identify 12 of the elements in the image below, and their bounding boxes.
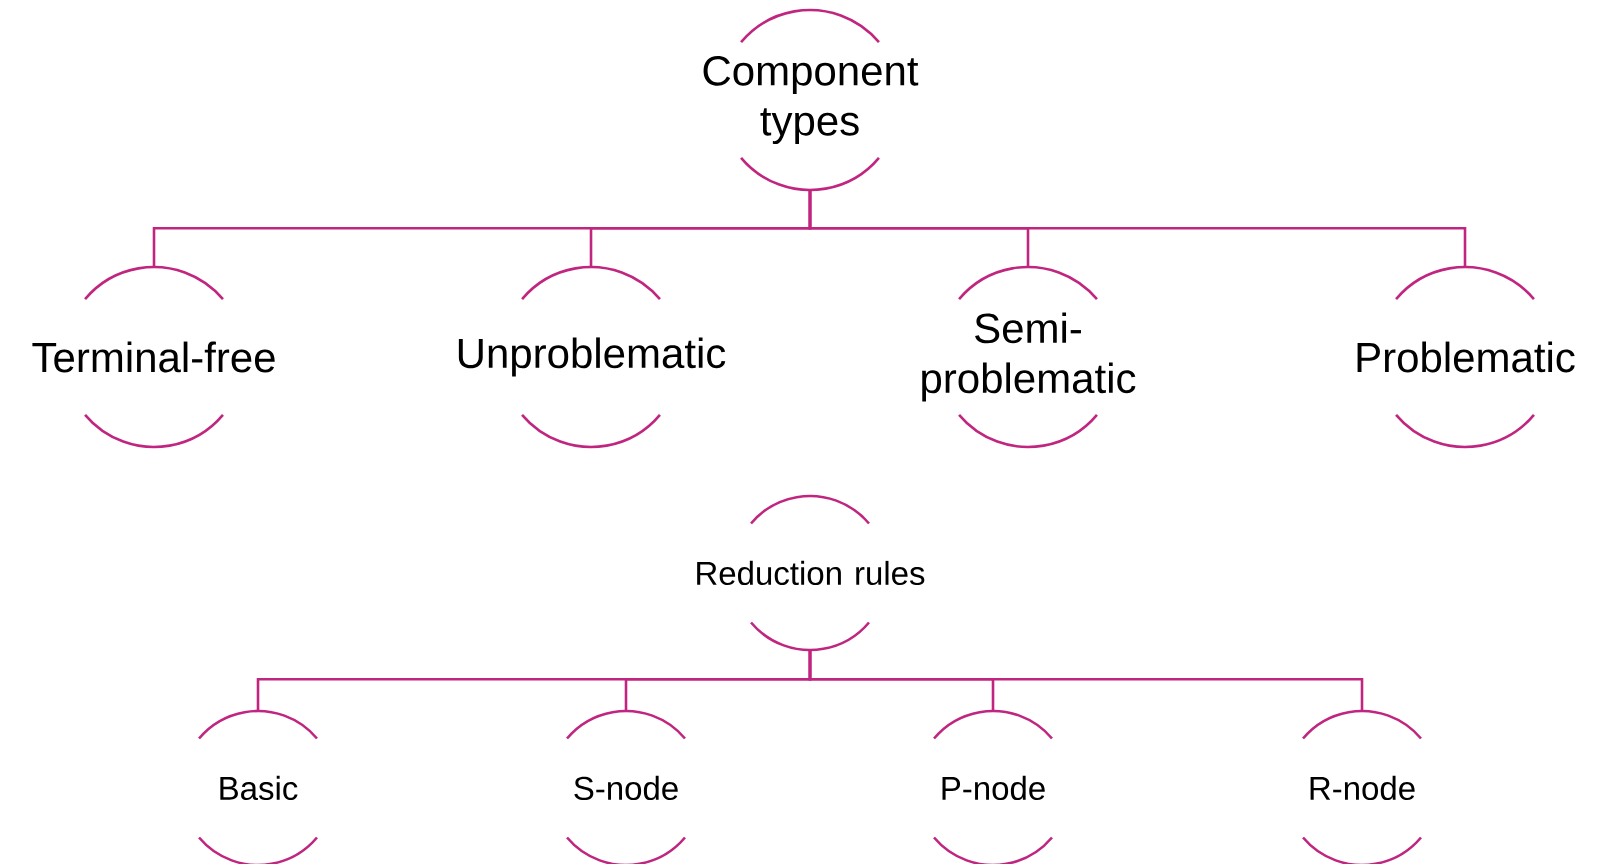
circle-node: Basic [198,709,318,864]
circle-node: R-node [1302,709,1422,864]
circle-node: Unproblematic [458,265,726,449]
circle-node: Problematic [1357,265,1575,449]
circle-node: Component types [703,8,919,192]
connector-line [808,190,1467,267]
circle-node: Terminal-free [32,265,275,449]
circle-node: P-node [933,709,1053,864]
connector-line [808,650,1364,711]
circle-node: S-node [566,709,686,864]
circle-node: Semi-problematic [922,265,1136,449]
circle-node: Reduction rules [697,494,925,652]
